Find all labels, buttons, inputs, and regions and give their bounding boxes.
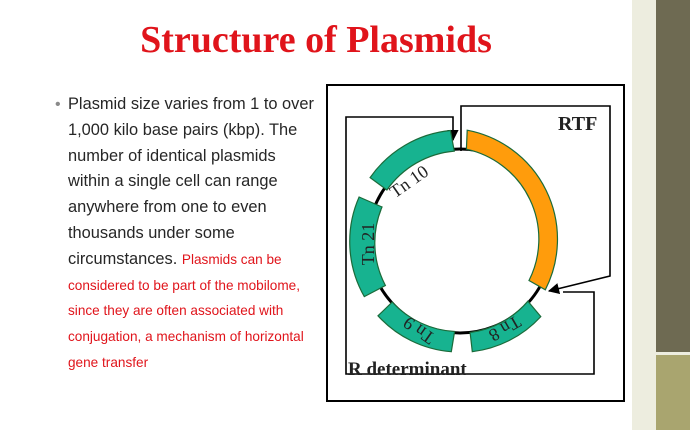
sidebar-stripe-dark	[656, 0, 690, 352]
segment-label-tn21: Tn 21	[358, 223, 378, 266]
bullet-red-text: Plasmids can be considered to be part of…	[68, 251, 304, 370]
segment-tn21: Tn 21	[349, 196, 387, 298]
r-determinant-label: R determinant	[348, 359, 467, 380]
rtf-label: RTF	[558, 113, 597, 135]
bullet-marker: •	[55, 96, 61, 113]
sidebar-stripe-light	[656, 355, 690, 430]
connector-top	[460, 105, 611, 295]
rtf-segment	[465, 129, 559, 291]
bullet-main-text: Plasmid size varies from 1 to over 1,000…	[68, 95, 314, 268]
plasmid-diagram: Tn 10 Tn 21 Tn 9 Tn 8 RTF R determinant	[326, 84, 625, 402]
connector-bottom	[345, 116, 595, 375]
slide-title: Structure of Plasmids	[140, 19, 492, 61]
bullet-text: Plasmid size varies from 1 to over 1,000…	[68, 92, 318, 376]
